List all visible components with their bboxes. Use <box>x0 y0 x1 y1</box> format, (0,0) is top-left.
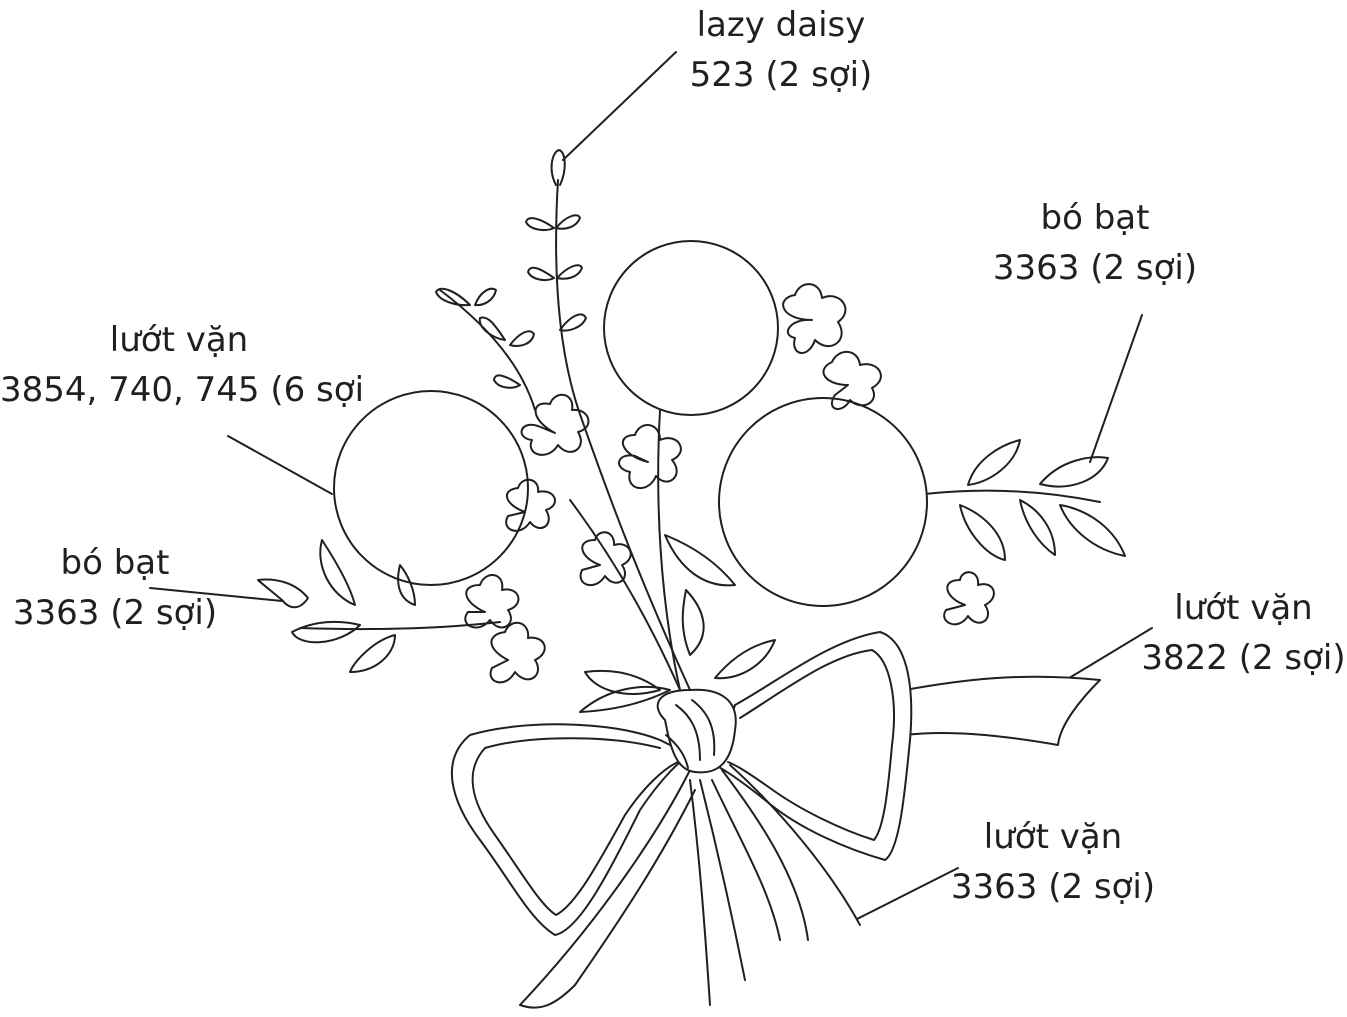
leader-line-luot-van-stems <box>856 867 959 920</box>
leader-line-lazy-daisy <box>562 51 677 161</box>
label-luot-van-flowers-stitch: lướt vặn <box>109 320 249 360</box>
label-bo-bat-right: bó bạt 3363 (2 sợi) <box>990 193 1200 293</box>
label-bo-bat-left: bó bạt 3363 (2 sợi) <box>10 538 220 638</box>
label-luot-van-ribbon: lướt vặn 3822 (2 sợi) <box>1140 583 1347 683</box>
label-bo-bat-right-thread: 3363 (2 sợi) <box>992 248 1198 288</box>
label-luot-van-stems-thread: 3363 (2 sợi) <box>950 867 1156 907</box>
lazy-daisy-sprig <box>435 149 587 389</box>
label-lazy-daisy-stitch: lazy daisy <box>696 5 866 45</box>
label-lazy-daisy-thread: 523 (2 sợi) <box>689 55 873 95</box>
ribbon-tail-right <box>904 675 1101 746</box>
leader-line-luot-van-flowers <box>227 435 333 495</box>
leader-line-bo-bat-left <box>149 587 283 602</box>
large-flower-left <box>333 390 529 586</box>
label-bo-bat-right-stitch: bó bạt <box>1040 198 1150 238</box>
label-luot-van-flowers: lướt vặn 3854, 740, 745 (6 sợi <box>0 315 365 415</box>
label-luot-van-stems: lướt vặn 3363 (2 sợi) <box>948 812 1158 912</box>
label-luot-van-ribbon-stitch: lướt vặn <box>1174 588 1313 628</box>
small-flowers <box>464 283 995 684</box>
ribbon-bow <box>450 631 913 1009</box>
stems <box>299 179 1101 691</box>
label-luot-van-flowers-thread: 3854, 740, 745 (6 sợi <box>0 370 365 410</box>
large-flower-top <box>603 240 779 416</box>
large-flower-right <box>718 397 928 607</box>
leader-line-bo-bat-right <box>1089 314 1143 463</box>
label-bo-bat-left-thread: 3363 (2 sợi) <box>12 593 218 633</box>
label-luot-van-ribbon-thread: 3822 (2 sợi) <box>1141 638 1346 678</box>
label-luot-van-stems-stitch: lướt vặn <box>983 817 1123 857</box>
leaves <box>257 439 1126 713</box>
label-bo-bat-left-stitch: bó bạt <box>60 543 170 583</box>
label-lazy-daisy: lazy daisy 523 (2 sợi) <box>676 0 886 100</box>
leader-line-luot-van-ribbon <box>1055 627 1153 687</box>
